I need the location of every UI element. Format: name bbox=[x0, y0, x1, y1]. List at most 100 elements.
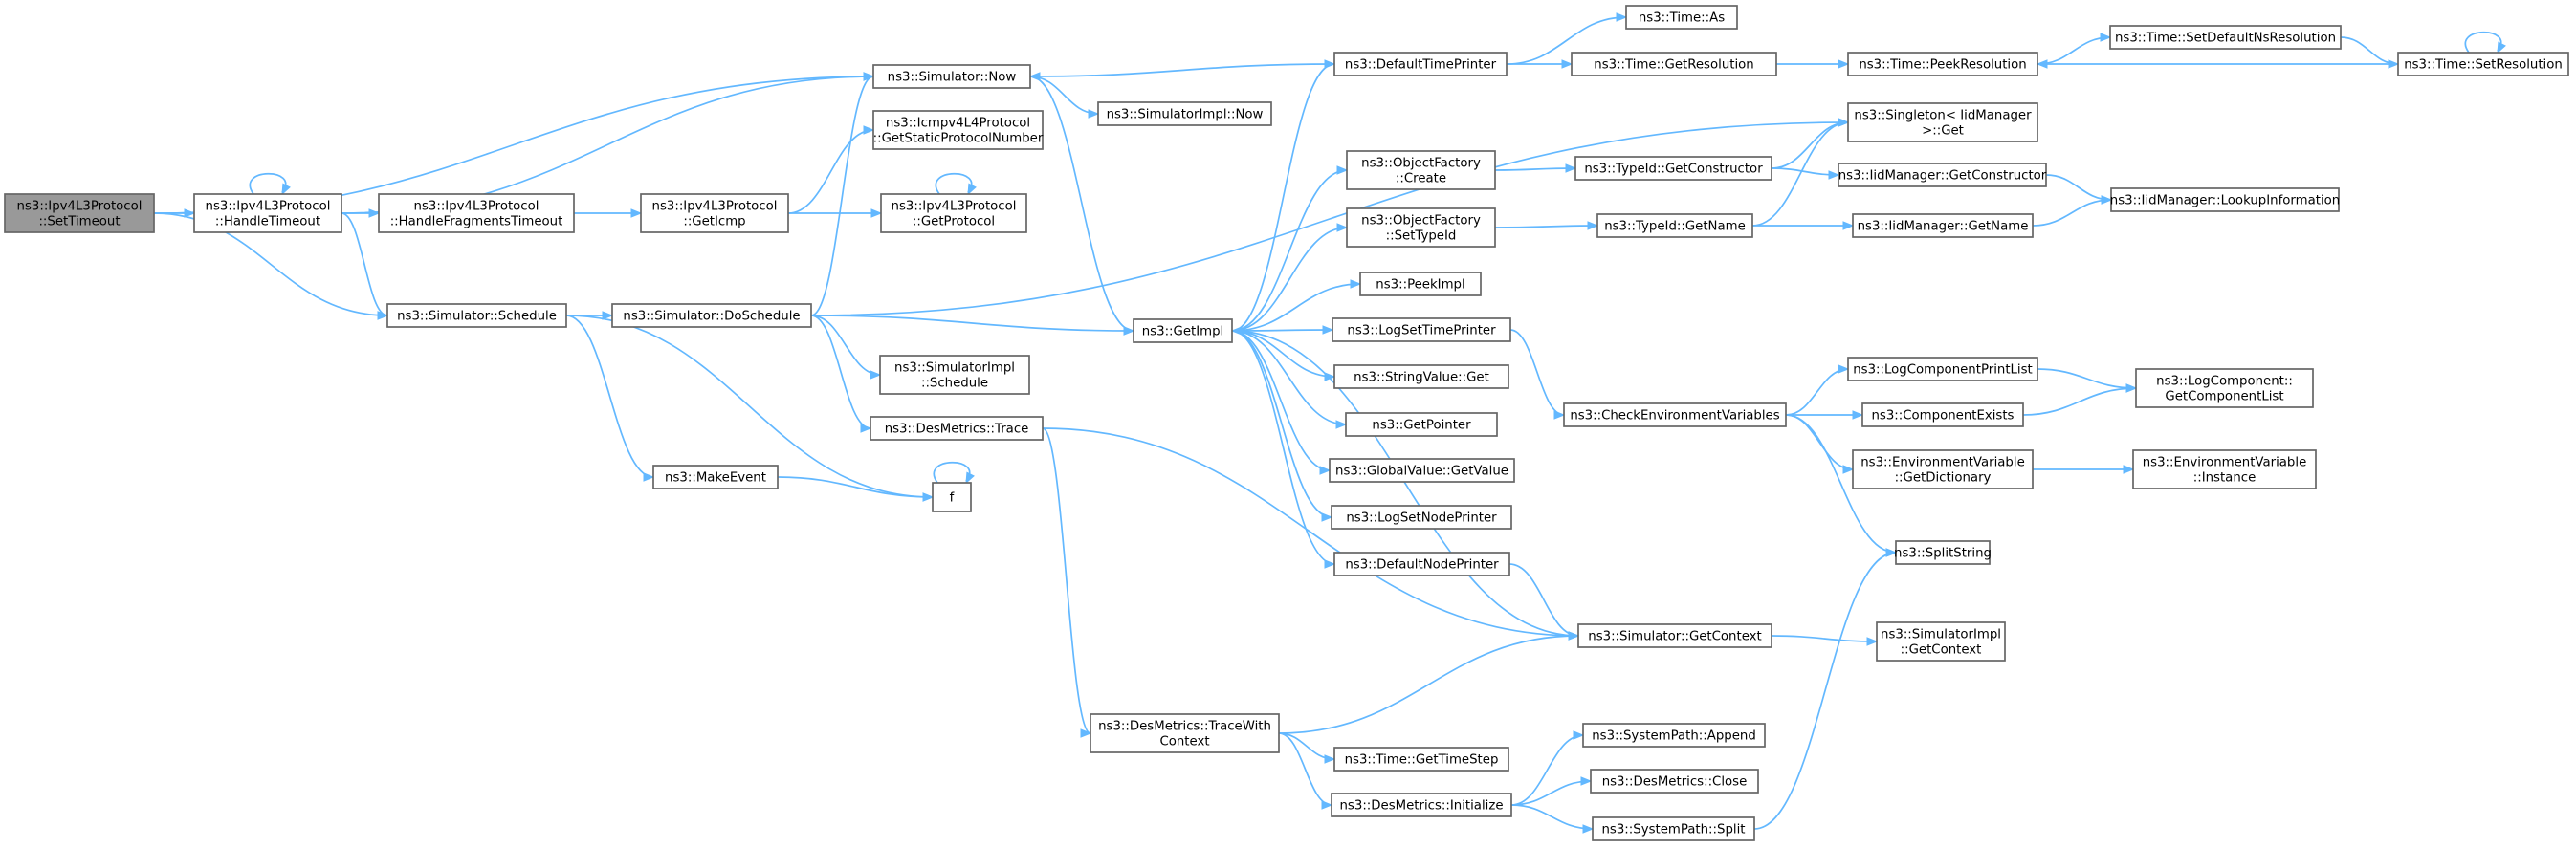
function-node[interactable]: ns3::SplitString bbox=[1894, 540, 1992, 565]
call-edge bbox=[1231, 283, 1361, 332]
function-node[interactable]: ns3::EnvironmentVariable::GetDictionary bbox=[1852, 449, 2034, 489]
function-node-box bbox=[1574, 156, 1772, 181]
function-node[interactable]: ns3::Simulator::Now bbox=[872, 64, 1031, 89]
function-node[interactable]: ns3::TypeId::GetName bbox=[1596, 213, 1753, 238]
call-edge bbox=[565, 315, 654, 478]
function-node[interactable]: ns3::Singleton< IidManager >::Get bbox=[1847, 102, 2038, 142]
function-node[interactable]: ns3::LogSetNodePrinter bbox=[1331, 505, 1512, 530]
function-node[interactable]: ns3::GlobalValue::GetValue bbox=[1329, 458, 1515, 483]
call-edge-arrow bbox=[1123, 326, 1135, 336]
function-node-box bbox=[1838, 163, 2047, 187]
function-node[interactable]: ns3::MakeEvent bbox=[652, 465, 779, 489]
call-edge bbox=[1231, 169, 1348, 332]
call-edge-arrow bbox=[1838, 118, 1850, 127]
call-edge bbox=[1278, 635, 1579, 734]
function-node-box bbox=[4, 193, 155, 233]
function-node-box bbox=[1346, 150, 1496, 190]
function-node[interactable]: ns3::Simulator::Schedule bbox=[386, 303, 567, 328]
call-edge-arrow bbox=[1866, 637, 1879, 646]
call-edge-arrow bbox=[870, 370, 882, 380]
function-node[interactable]: ns3::CheckEnvironmentVariables bbox=[1563, 402, 1787, 427]
function-node[interactable]: f bbox=[932, 482, 972, 512]
function-node[interactable]: ns3::GetImpl bbox=[1133, 318, 1233, 343]
function-node-box bbox=[1333, 364, 1509, 389]
function-node[interactable]: ns3::Icmpv4L4Protocol::GetStaticProtocol… bbox=[872, 110, 1044, 150]
function-node[interactable]: ns3::DefaultTimePrinter bbox=[1333, 52, 1508, 76]
function-node-box bbox=[1590, 769, 1759, 794]
function-node[interactable]: ns3::IidManager::LookupInformation bbox=[2110, 187, 2340, 212]
function-node-label: ns3::LogSetNodePrinter bbox=[1346, 511, 1497, 526]
call-edge-arrow bbox=[2497, 41, 2506, 54]
call-edge bbox=[2464, 31, 2502, 54]
function-node[interactable]: ns3::DesMetrics::Initialize bbox=[1331, 793, 1512, 817]
call-edge bbox=[1029, 76, 1099, 115]
function-node-label: ns3::Time::As bbox=[1639, 11, 1725, 26]
function-node[interactable]: ns3::SystemPath::Append bbox=[1582, 723, 1766, 748]
function-node[interactable]: ns3::Time::SetDefaultNsResolution bbox=[2109, 25, 2342, 50]
function-node[interactable]: ns3::Ipv4L3Protocol::GetProtocol bbox=[880, 193, 1027, 233]
call-edge-arrow bbox=[1088, 109, 1100, 119]
function-node[interactable]: ns3::Ipv4L3Protocol::HandleFragmentsTime… bbox=[378, 193, 575, 233]
function-node[interactable]: ns3::ObjectFactory::SetTypeId bbox=[1346, 207, 1496, 248]
function-node[interactable]: ns3::EnvironmentVariable::Instance bbox=[2132, 449, 2317, 489]
function-node[interactable]: ns3::LogComponent::GetComponentList bbox=[2135, 368, 2314, 408]
function-node[interactable]: ns3::SimulatorImpl::GetContext bbox=[1876, 621, 2006, 662]
function-node[interactable]: ns3::ObjectFactory::Create bbox=[1346, 150, 1496, 190]
call-edge-arrow bbox=[1616, 12, 1628, 22]
function-node[interactable]: ns3::LogComponentPrintList bbox=[1847, 357, 2038, 381]
function-node-label: ns3::Ipv4L3Protocol bbox=[652, 200, 778, 214]
function-node[interactable]: ns3::IidManager::GetName bbox=[1852, 213, 2034, 238]
function-node[interactable]: ns3::StringValue::Get bbox=[1333, 364, 1509, 389]
function-node[interactable]: ns3::Ipv4L3Protocol::SetTimeout bbox=[4, 193, 155, 233]
function-node[interactable]: ns3::DesMetrics::Close bbox=[1590, 769, 1759, 794]
function-node[interactable]: ns3::LogSetTimePrinter bbox=[1332, 317, 1511, 342]
function-node-box bbox=[872, 64, 1031, 89]
call-edge-arrow bbox=[1587, 221, 1599, 230]
function-node[interactable]: ns3::Time::As bbox=[1625, 5, 1738, 30]
function-node-label: f bbox=[950, 491, 955, 506]
function-node[interactable]: ns3::SystemPath::Split bbox=[1592, 816, 1755, 841]
call-edge-arrow bbox=[2101, 195, 2113, 205]
function-node[interactable]: ns3::Time::SetResolution bbox=[2397, 52, 2569, 76]
function-node-label: ns3::EnvironmentVariable bbox=[1860, 456, 2025, 470]
function-node-label: ns3::Time::PeekResolution bbox=[1859, 58, 2026, 73]
function-node-box bbox=[2397, 52, 2569, 76]
function-node[interactable]: ns3::SimulatorImpl::Schedule bbox=[879, 355, 1030, 395]
function-node[interactable]: ns3::IidManager::GetConstructor bbox=[1838, 163, 2047, 187]
function-node[interactable]: ns3::SimulatorImpl::Now bbox=[1097, 101, 1272, 126]
function-node-box bbox=[1861, 402, 2024, 427]
call-edge bbox=[249, 172, 287, 195]
function-node[interactable]: ns3::Ipv4L3Protocol::GetIcmp bbox=[640, 193, 789, 233]
call-edge-arrow bbox=[1842, 465, 1855, 474]
function-node-box bbox=[1346, 207, 1496, 248]
function-node-label: ::SetTypeId bbox=[1386, 229, 1457, 244]
function-node-box bbox=[1852, 213, 2034, 238]
function-node-label: ns3::Time::SetResolution bbox=[2404, 58, 2563, 73]
function-node[interactable]: ns3::PeekImpl bbox=[1359, 272, 1482, 296]
function-node[interactable]: ns3::Simulator::DoSchedule bbox=[611, 303, 812, 328]
function-node[interactable]: ns3::TypeId::GetConstructor bbox=[1574, 156, 1772, 181]
function-node[interactable]: ns3::DesMetrics::Trace bbox=[870, 416, 1044, 441]
call-edge bbox=[1494, 225, 1598, 228]
call-edge-arrow bbox=[1838, 59, 1850, 69]
function-node[interactable]: ns3::DefaultNodePrinter bbox=[1333, 552, 1510, 576]
call-edge-arrow bbox=[1580, 776, 1593, 786]
call-edge bbox=[1231, 330, 1579, 637]
function-node-label: ns3::Time::GetTimeStep bbox=[1345, 753, 1499, 768]
function-node[interactable]: ns3::Time::GetResolution bbox=[1571, 52, 1777, 76]
call-edge bbox=[1042, 427, 1091, 734]
function-node[interactable]: ns3::Time::PeekResolution bbox=[1847, 52, 2038, 76]
function-node[interactable]: ns3::ComponentExists bbox=[1861, 402, 2024, 427]
call-edge-arrow bbox=[1561, 59, 1574, 69]
function-node-label: ns3::Simulator::GetContext bbox=[1588, 630, 1761, 644]
call-edge-arrow bbox=[630, 208, 643, 218]
call-edge-arrow bbox=[1350, 279, 1362, 289]
function-node[interactable]: ns3::GetPointer bbox=[1345, 412, 1498, 437]
function-node-label: ns3::GetPointer bbox=[1372, 419, 1471, 433]
function-node-label: ns3::DesMetrics::Trace bbox=[885, 423, 1029, 437]
function-node[interactable]: ns3::Ipv4L3Protocol::HandleTimeout bbox=[193, 193, 342, 233]
function-node[interactable]: ns3::Simulator::GetContext bbox=[1577, 623, 1772, 648]
call-edge-arrow bbox=[1321, 512, 1333, 522]
function-node[interactable]: ns3::Time::GetTimeStep bbox=[1333, 747, 1509, 772]
